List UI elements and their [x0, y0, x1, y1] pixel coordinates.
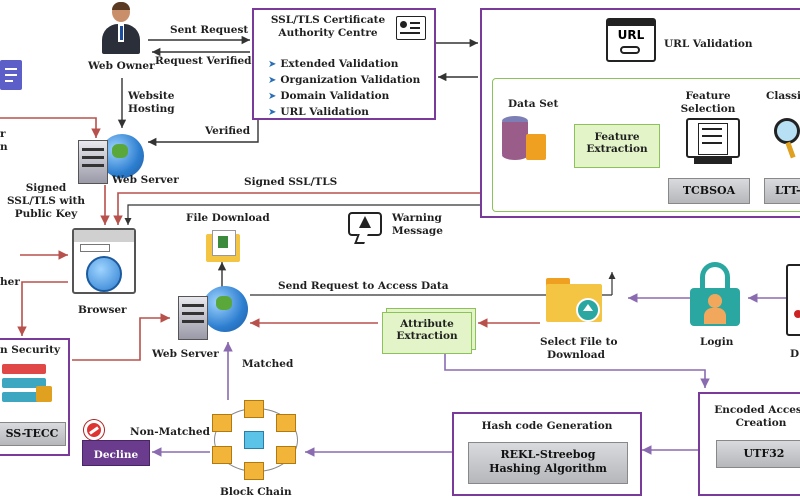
utf32-ribbon: UTF32: [716, 440, 800, 468]
matched-label: Matched: [242, 358, 294, 370]
url-inner-green-frame: [492, 78, 800, 212]
browser-icon: [72, 228, 136, 300]
ltt-ribbon: LTT-: [764, 178, 800, 204]
partial-left-label: r n: [0, 128, 8, 154]
attribute-extraction-box: Attribute Extraction: [382, 312, 472, 354]
arrow-verified: [148, 118, 259, 147]
security-box: n Security SS-TECC: [0, 338, 70, 456]
file-download-label: File Download: [186, 212, 270, 224]
hash-title: Hash code Generation: [481, 420, 613, 432]
file-download-icon: [206, 230, 240, 262]
arrow-browser-return: [124, 204, 480, 225]
device-icon: [786, 264, 800, 336]
feature-selection-label: Feature Selection: [680, 90, 736, 116]
certificate-authority-box: SSL/TLS Certificate Authority Centre ➤Ex…: [252, 8, 436, 120]
magnifier-icon: [774, 118, 800, 159]
dataset-file-icon: [526, 134, 546, 160]
partial-right-label: D: [790, 348, 800, 360]
signed-ssl-public-key-label: Signed SSL/TLS with Public Key: [6, 182, 86, 221]
feature-selection-icon: [686, 118, 740, 168]
ca-item-0: ➤Extended Validation: [268, 58, 399, 70]
select-file-icon: [546, 278, 602, 324]
website-hosting-label: Website Hosting: [128, 90, 175, 116]
arrow-security-to-server: [72, 313, 170, 361]
encoded-title: Encoded Access Creation: [714, 404, 800, 430]
hash-algorithm-ribbon: REKL-Streebog Hashing Algorithm: [468, 442, 628, 484]
arrow-browser-to-security: [17, 281, 68, 336]
warning-message-label: Warning Message: [392, 212, 443, 238]
ca-item-1: ➤Organization Validation: [268, 74, 421, 86]
blockchain-icon: [206, 400, 306, 482]
warning-message-icon: [348, 212, 382, 244]
dataset-label: Data Set: [508, 98, 559, 110]
web-server-top-icon: [74, 134, 148, 186]
web-server-mid-label: Web Server: [152, 348, 219, 360]
encoded-access-box: Encoded Access Creation UTF32: [698, 392, 800, 496]
sent-request-label: Sent Request: [170, 24, 249, 36]
non-matched-label: Non-Matched: [130, 426, 210, 438]
arrow-signed-ssl: [113, 192, 480, 225]
block-chain-label: Block Chain: [220, 486, 292, 498]
feature-extraction-box: Feature Extraction: [574, 124, 660, 168]
certificate-icon: [396, 16, 426, 40]
ca-title: SSL/TLS Certificate Authority Centre: [270, 14, 386, 40]
partial-user-label: her: [0, 276, 20, 288]
url-validation-title: URL Validation: [664, 38, 753, 50]
ca-item-3: ➤URL Validation: [268, 106, 369, 118]
signed-ssl-label: Signed SSL/TLS: [244, 176, 338, 188]
web-server-mid-icon: [176, 286, 250, 342]
request-verified-label: Request Verified: [155, 55, 252, 67]
tcbsoa-ribbon: TCBSOA: [668, 178, 750, 204]
ca-item-2: ➤Domain Validation: [268, 90, 390, 102]
security-title: n Security: [0, 344, 61, 356]
decline-icon: [84, 420, 104, 440]
request-document-icon: [0, 60, 22, 90]
url-validation-panel: URL URL Validation Data Set Feature Extr…: [480, 8, 800, 218]
login-label: Login: [700, 336, 734, 348]
send-request-access-label: Send Request to Access Data: [278, 280, 449, 292]
database-icon: [502, 116, 528, 160]
web-server-top-label: Web Server: [112, 174, 179, 186]
browser-label: Browser: [78, 304, 127, 316]
classification-label: Classifi: [766, 90, 800, 102]
hash-generation-box: Hash code Generation REKL-Streebog Hashi…: [452, 412, 642, 496]
ss-tecc-ribbon: SS-TECC: [0, 422, 66, 446]
url-icon: URL: [606, 18, 656, 62]
decline-box: Decline: [82, 440, 150, 466]
arrow-attr-to-encoded: [444, 352, 710, 388]
web-owner-avatar-icon: [100, 2, 142, 54]
select-file-label: Select File to Download: [540, 336, 618, 362]
web-owner-label: Web Owner: [88, 60, 155, 72]
verified-label: Verified: [205, 125, 251, 137]
server-rack-icon: [2, 364, 52, 404]
arrow-left-top: [0, 117, 101, 138]
login-lock-icon: [690, 262, 740, 328]
